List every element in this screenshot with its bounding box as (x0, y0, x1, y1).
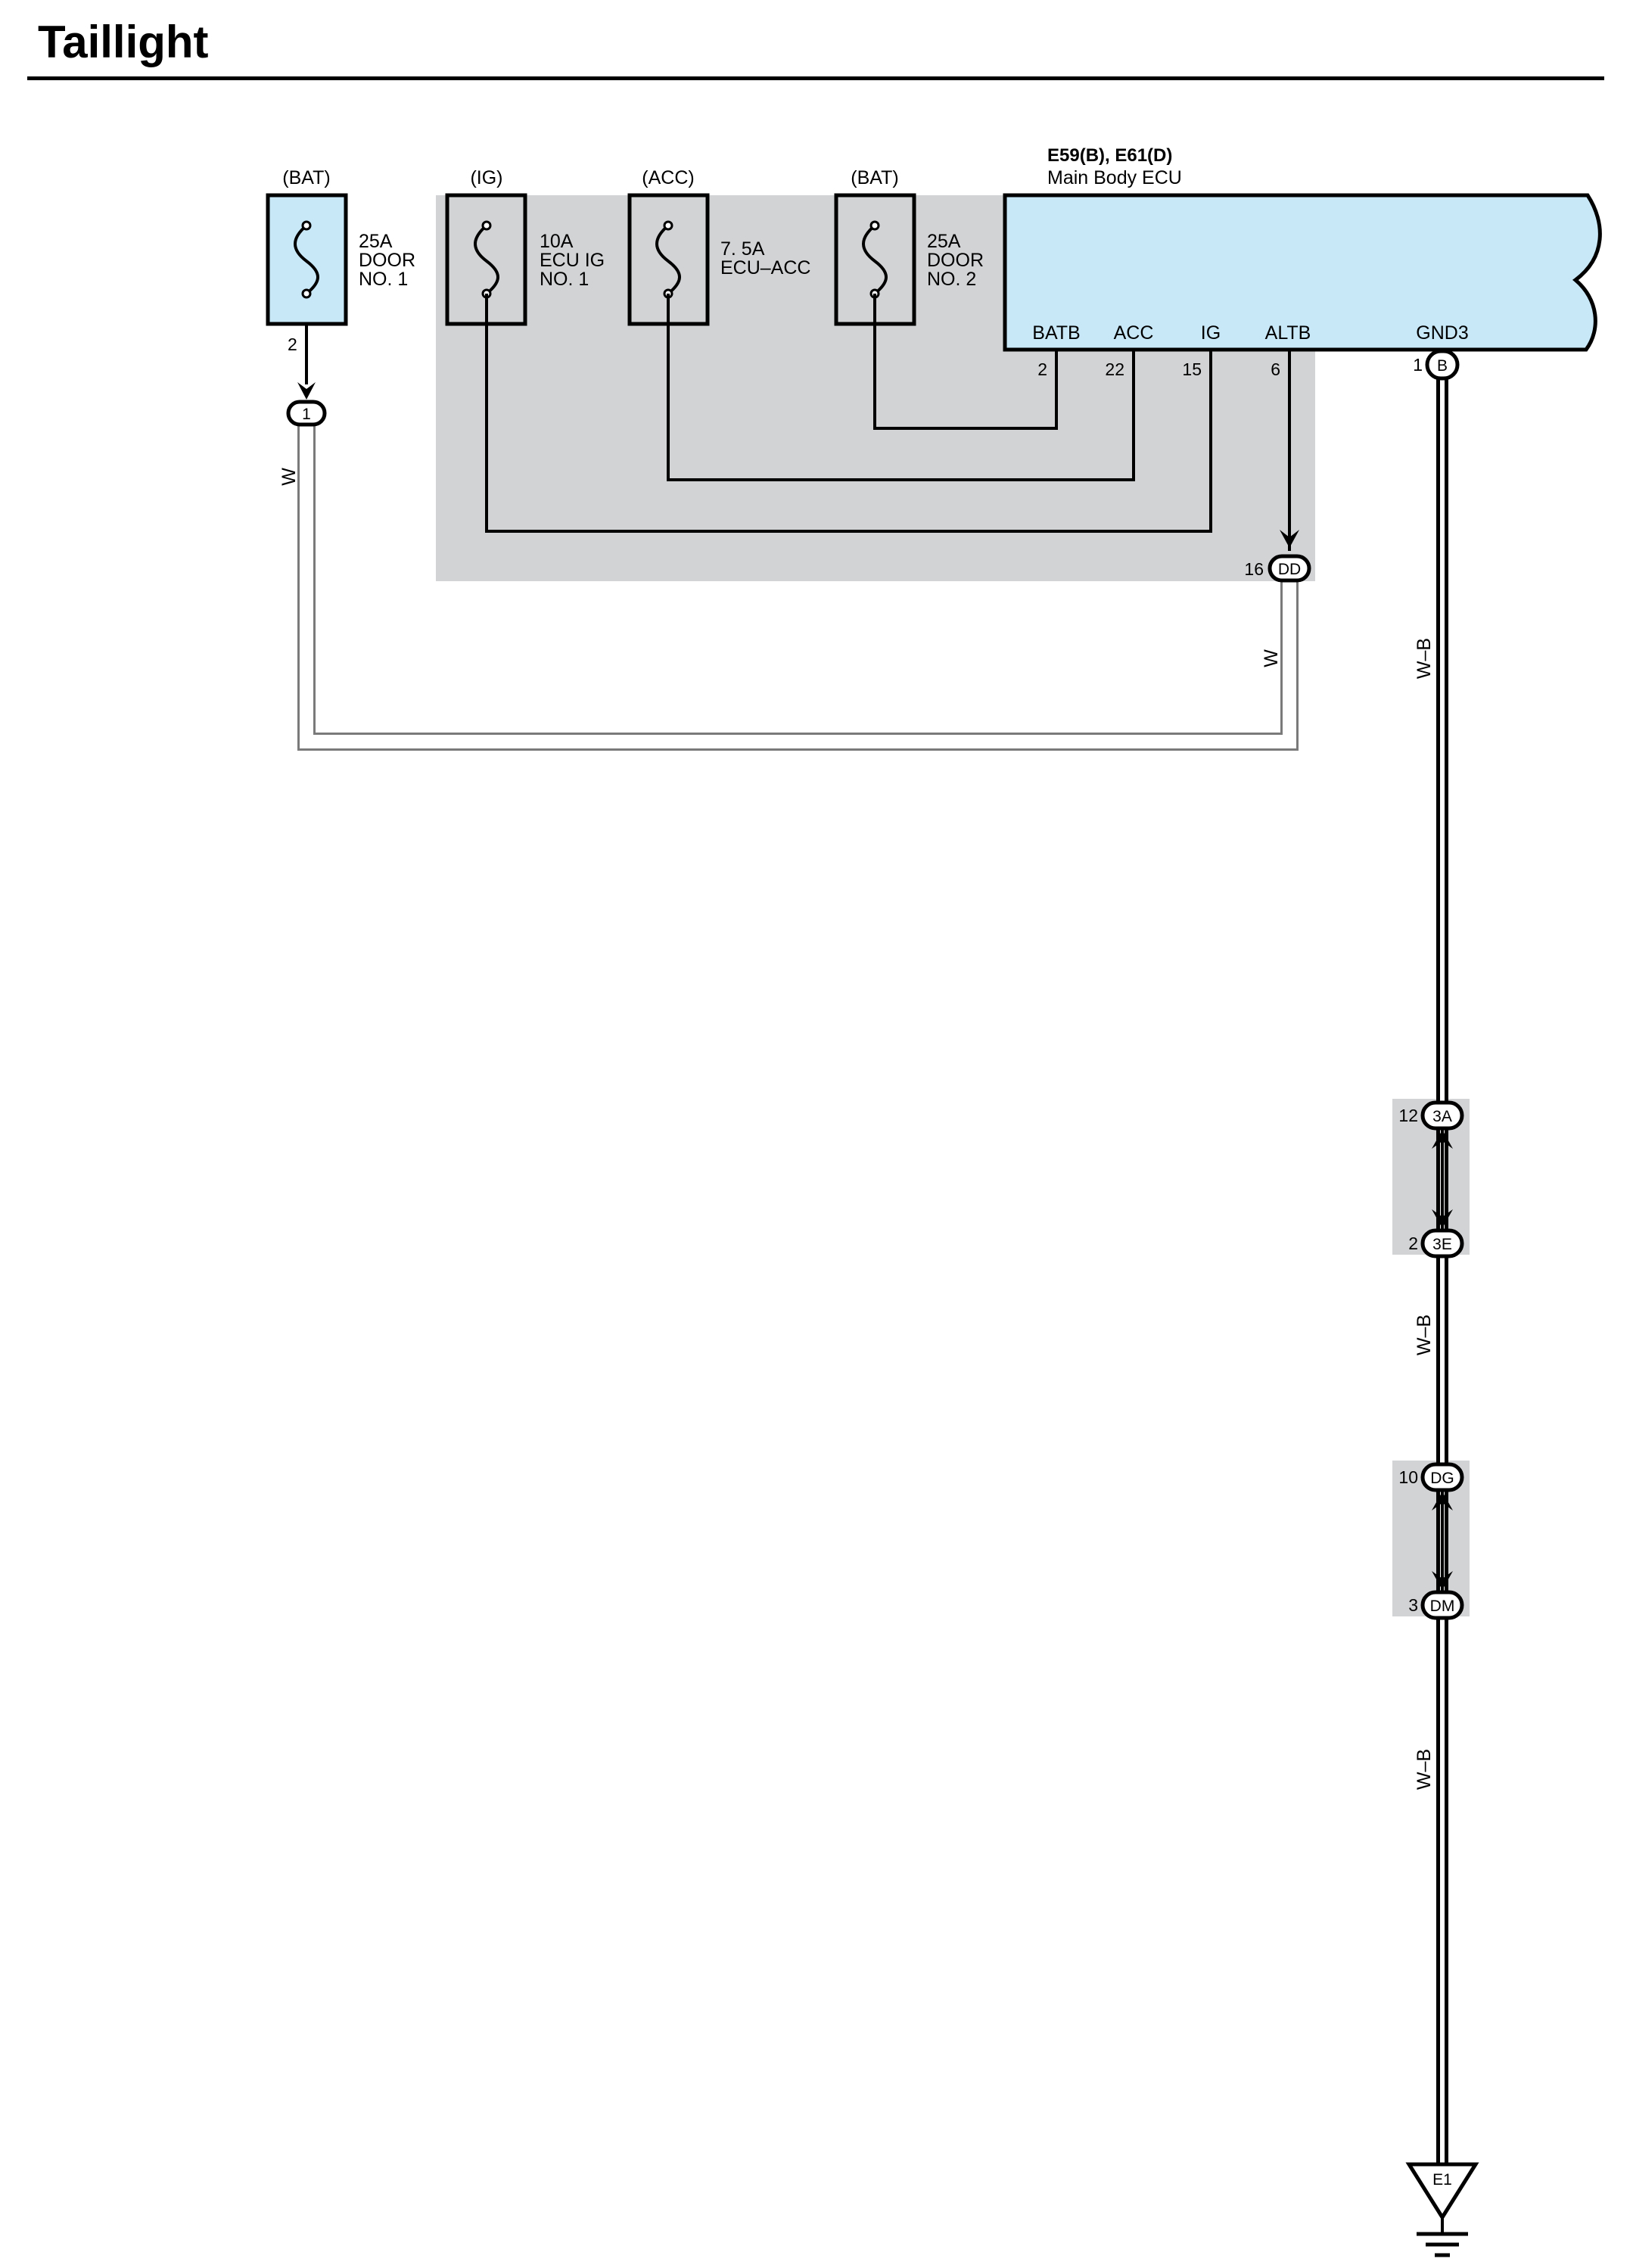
fuse-source-label: (IG) (470, 167, 502, 188)
connector-3a: 3A (1420, 1100, 1464, 1131)
svg-text:NO. 1: NO. 1 (540, 269, 589, 290)
fuse-rating-ecu-acc: 7. 5A ECU–ACC (720, 238, 810, 278)
connector-dd: DD (1268, 554, 1311, 583)
connector-b: B (1425, 349, 1460, 381)
svg-text:DOOR: DOOR (927, 250, 984, 271)
svg-text:DOOR: DOOR (359, 250, 415, 271)
svg-text:ECU–ACC: ECU–ACC (720, 257, 810, 278)
fuse-pin-label: 2 (288, 334, 297, 354)
page-title: Taillight (38, 17, 209, 67)
ecu-terminal-acc: ACC (1114, 322, 1154, 344)
svg-text:25A: 25A (359, 231, 393, 252)
connector-pin-dm: 3 (1408, 1595, 1418, 1615)
fuse-source-label: (ACC) (642, 167, 694, 188)
arrow-down-icon (1432, 1571, 1453, 1590)
connector-pin-dg: 10 (1398, 1467, 1418, 1487)
ecu-terminal-gnd3: GND3 (1416, 322, 1468, 344)
svg-text:NO. 2: NO. 2 (927, 269, 976, 290)
arrow-down-icon (297, 382, 316, 400)
arrow-up-icon (1432, 1130, 1453, 1149)
fuse-symbol-icon (474, 224, 499, 295)
fuse-rating-door-no1: 25A DOOR NO. 1 (359, 231, 415, 290)
fuse-symbol-icon (655, 224, 681, 295)
svg-text:3A: 3A (1432, 1108, 1452, 1125)
fuse-door-no1 (266, 193, 348, 326)
ecu-connectors-label: E59(B), E61(D) (1047, 145, 1172, 166)
fuse-rating-ecu-ig-no1: 10A ECU IG NO. 1 (540, 231, 605, 290)
wire-color-w-dd: W (1261, 649, 1282, 667)
connector-pin-dd: 16 (1244, 559, 1264, 579)
connector-1: 1 (286, 400, 327, 427)
svg-text:10A: 10A (540, 231, 574, 252)
mating-arrows-3a-3e (1432, 1128, 1453, 1230)
connector-dm: DM (1420, 1590, 1464, 1620)
svg-text:DD: DD (1278, 561, 1301, 578)
junction-internal-wires (485, 294, 1212, 533)
svg-text:B: B (1437, 357, 1448, 375)
fuse-symbol-icon (294, 224, 319, 295)
ecu-pin-altb: 6 (1271, 359, 1280, 379)
title-rule (27, 76, 1604, 80)
svg-text:E1: E1 (1432, 2171, 1452, 2189)
ecu-box (1003, 193, 1602, 352)
arrow-down-icon (1432, 1209, 1453, 1228)
svg-text:1: 1 (302, 406, 311, 423)
mating-arrows-dg-dm (1432, 1490, 1453, 1592)
arrow-down-icon (1280, 530, 1299, 548)
wire-color-wb-1: W–B (1414, 638, 1435, 679)
ecu-pin-acc: 22 (1105, 359, 1124, 379)
ecu-terminal-ig: IG (1201, 322, 1221, 344)
ecu-pin-gnd3: 1 (1413, 355, 1423, 375)
ecu-pin-ig: 15 (1182, 359, 1202, 379)
connector-pin-3a: 12 (1398, 1106, 1418, 1125)
ecu-name-label: Main Body ECU (1047, 167, 1182, 188)
ground-e1: E1 (1405, 2162, 1479, 2257)
ecu-terminal-altb: ALTB (1265, 322, 1311, 344)
svg-text:25A: 25A (927, 231, 961, 252)
fuse-rating-door-no2: 25A DOOR NO. 2 (927, 231, 984, 290)
connector-3e: 3E (1420, 1228, 1464, 1258)
wire-color-wb-2: W–B (1414, 1314, 1435, 1355)
arrow-up-icon (1432, 1492, 1453, 1510)
svg-text:DG: DG (1430, 1470, 1454, 1487)
svg-text:DM: DM (1430, 1598, 1455, 1615)
ecu-terminal-batb: BATB (1032, 322, 1080, 344)
ground-triangle-icon (1405, 2162, 1479, 2221)
svg-text:7. 5A: 7. 5A (720, 238, 765, 260)
fuse-source-label: (BAT) (282, 167, 330, 188)
svg-text:ECU IG: ECU IG (540, 250, 605, 271)
fuse-source-label: (BAT) (851, 167, 898, 188)
fuse-symbol-icon (862, 224, 888, 295)
wire-color-wb-3: W–B (1414, 1749, 1435, 1790)
connector-pin-3e: 2 (1408, 1234, 1418, 1253)
wire-color-w-left: W (278, 468, 300, 486)
svg-text:NO. 1: NO. 1 (359, 269, 408, 290)
ecu-pin-batb: 2 (1037, 359, 1047, 379)
connector-dg: DG (1420, 1462, 1464, 1492)
svg-text:3E: 3E (1432, 1236, 1452, 1253)
